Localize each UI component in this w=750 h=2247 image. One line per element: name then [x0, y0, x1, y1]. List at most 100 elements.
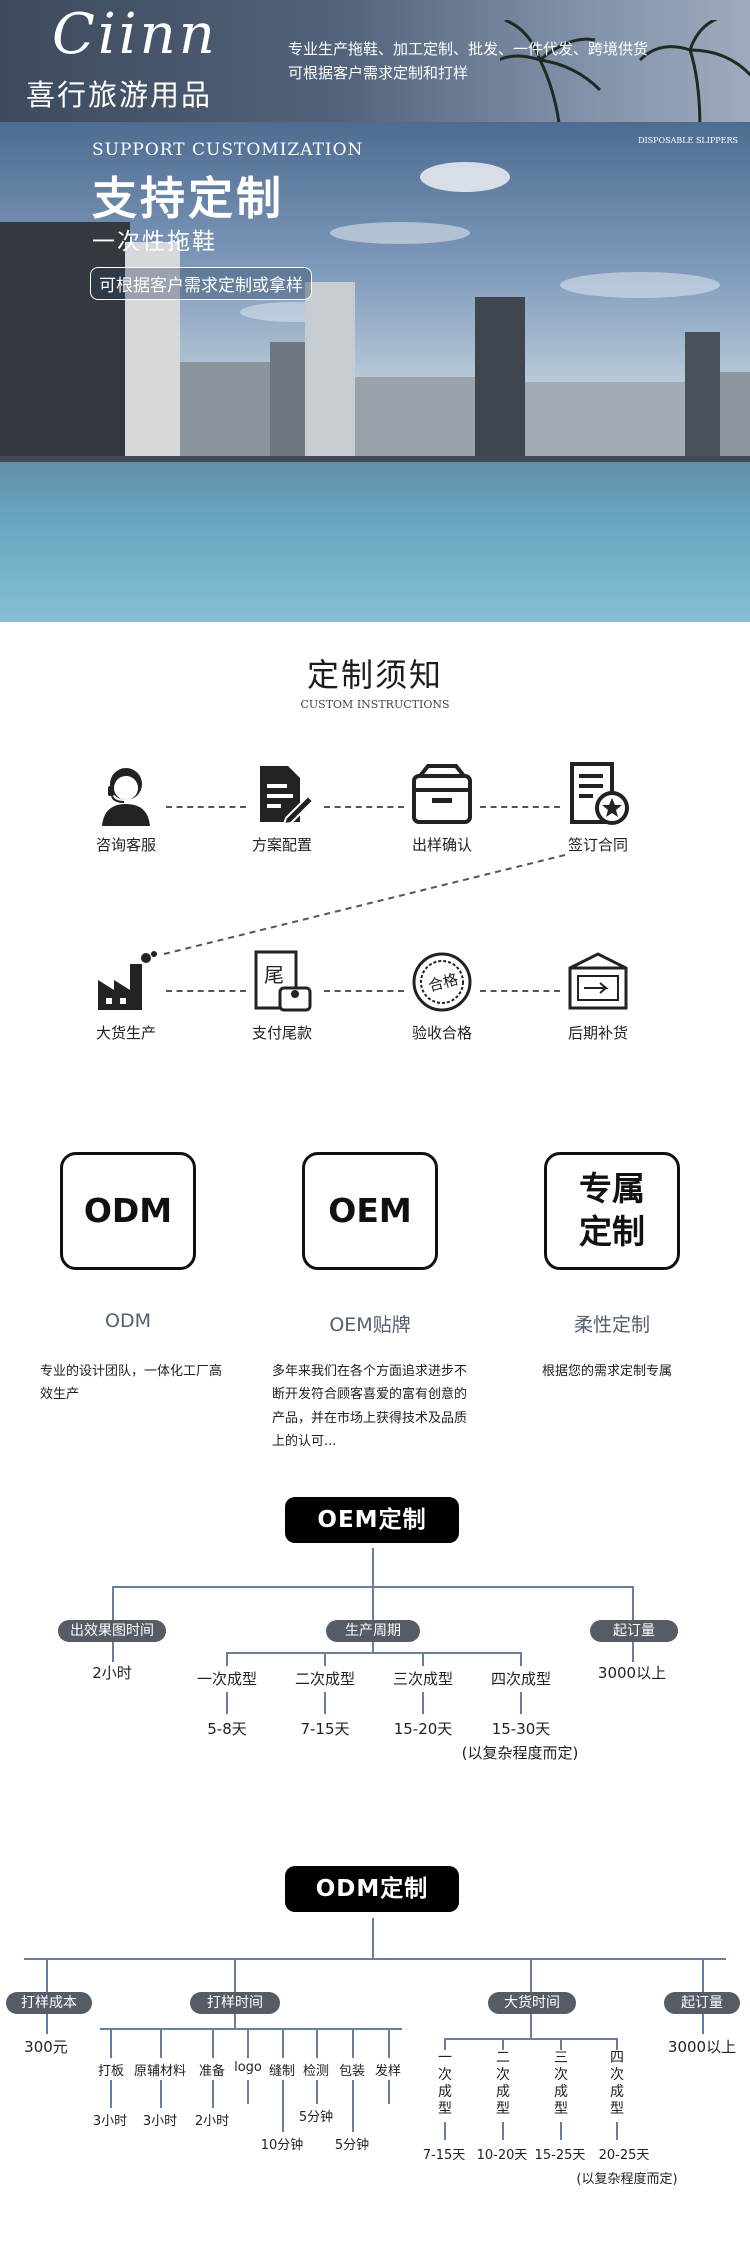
odm-sample-label: 打样时间 — [190, 1992, 280, 2014]
hero-pill-label: 可根据客户需求定制或拿样 — [90, 267, 312, 300]
tree-line — [160, 2028, 162, 2058]
tree-line — [372, 1642, 374, 1652]
odm-sample-step: 包装 — [338, 2064, 365, 2079]
tree-line — [226, 1652, 520, 1654]
factory-icon — [98, 951, 157, 1010]
oem-stage-name: 三次成型 — [392, 1670, 453, 1688]
odm-card-text: ODM — [83, 1190, 173, 1230]
tree-line — [616, 2038, 618, 2050]
payment-icon: 尾 — [254, 950, 312, 1012]
oem-description: 多年来我们在各个方面追求进步不断开发符合顾客喜爱的富有创意的产品，并在市场上获得… — [272, 1364, 468, 1450]
step-label: 后期补货 — [567, 1024, 628, 1042]
step-acceptance: 合格 验收合格 — [382, 950, 502, 1043]
process-diagonal-connector — [159, 854, 566, 956]
odm-description: 专业的设计团队，一体化工厂高效生产 — [40, 1364, 223, 1403]
oem-stage-days: 7-15天 — [300, 1720, 350, 1738]
oem-effect-value: 2小时 — [92, 1664, 132, 1682]
odm-bulk-step: 三次成型 — [554, 2050, 568, 2117]
oem-moq-label: 起订量 — [590, 1620, 678, 1642]
odm-bulk-days: 20-25天 — [598, 2148, 650, 2163]
header-tagline-1: 专业生产拖鞋、加工定制、批发、一件代发、跨境供货 — [288, 40, 649, 58]
hero-title: 支持定制 — [92, 172, 285, 225]
tree-line — [372, 1918, 374, 1958]
building-shape — [270, 342, 310, 472]
tree-line — [234, 1958, 236, 1992]
odm-sample-time: 5分钟 — [334, 2138, 370, 2153]
tree-line — [234, 2014, 236, 2028]
instructions-subtitle: CUSTOM INSTRUCTIONS — [300, 698, 450, 711]
odm-card: ODM — [60, 1152, 196, 1270]
odm-bulk-label: 大货时间 — [488, 1992, 576, 2014]
odm-bulk-step: 一次成型 — [438, 2050, 452, 2117]
tree-line — [212, 2028, 214, 2058]
tree-line — [352, 2080, 354, 2132]
tree-line — [616, 2122, 618, 2140]
process-connector — [324, 990, 404, 992]
tree-line — [100, 2028, 402, 2030]
step-plan: 方案配置 — [222, 762, 342, 855]
odm-sample-time: 3小时 — [142, 2114, 178, 2129]
odm-sample-step: 原辅材料 — [133, 2064, 186, 2079]
step-contract: 签订合同 — [538, 762, 658, 855]
svg-text:尾: 尾 — [264, 963, 284, 987]
cloud-shape — [330, 222, 470, 244]
tree-line — [46, 2014, 48, 2034]
tree-line — [632, 1586, 634, 1620]
building-shape — [125, 242, 180, 472]
building-shape — [720, 372, 750, 472]
building-shape — [685, 332, 720, 472]
odm-caption: ODM — [105, 1310, 151, 1332]
box-icon — [412, 764, 472, 824]
customer-service-icon — [102, 768, 150, 826]
building-shape — [0, 222, 130, 472]
odm-sample-step: logo — [234, 2060, 262, 2075]
brand-logo-script: Ciinn — [52, 2, 218, 67]
tree-line — [352, 2028, 354, 2058]
step-sample: 出样确认 — [382, 762, 502, 855]
odm-sample-step: 打板 — [97, 2064, 124, 2079]
step-label: 验收合格 — [411, 1024, 472, 1042]
oem-stage-days: 5-8天 — [207, 1720, 247, 1738]
odm-cost-value: 300元 — [24, 2038, 68, 2056]
cloud-shape — [560, 272, 720, 298]
tree-line — [24, 1958, 726, 1960]
document-edit-icon — [260, 766, 314, 826]
step-restock: 后期补货 — [538, 950, 658, 1043]
odm-bulk-step: 二次成型 — [496, 2050, 510, 2117]
tree-line — [212, 2080, 214, 2108]
oem-stage-days: 15-20天 — [393, 1720, 453, 1738]
tree-line — [226, 1652, 228, 1666]
odm-section-title: ODM定制 — [285, 1866, 459, 1912]
oem-effect-label: 出效果图时间 — [58, 1620, 166, 1642]
tree-line — [422, 1652, 424, 1666]
odm-moq-label: 起订量 — [664, 1992, 740, 2014]
tree-line — [324, 1652, 326, 1666]
pool-edge — [0, 456, 750, 464]
contract-seal-icon — [570, 762, 629, 825]
odm-bulk-days: 10-20天 — [476, 2148, 528, 2163]
tree-line — [702, 1958, 704, 1992]
oem-cycle-label: 生产周期 — [326, 1620, 420, 1642]
tree-line — [502, 2038, 504, 2050]
process-connector — [324, 806, 404, 808]
tree-line — [316, 2028, 318, 2058]
oem-moq-value: 3000以上 — [597, 1664, 667, 1682]
oem-stage-days: 15-30天 — [491, 1720, 551, 1738]
step-label: 大货生产 — [95, 1024, 156, 1042]
process-connector — [480, 990, 560, 992]
odm-sample-step: 发样 — [374, 2064, 401, 2079]
odm-sample-time: 2小时 — [194, 2114, 230, 2129]
tree-line — [247, 2080, 249, 2104]
oem-note: (以复杂程度而定) — [461, 1744, 579, 1762]
odm-moq-value: 3000以上 — [667, 2038, 737, 2056]
building-shape — [180, 362, 270, 472]
custom-card-text: 专属定制 — [579, 1169, 645, 1251]
odm-sample-step: 检测 — [302, 2064, 329, 2079]
tree-line — [632, 1642, 634, 1662]
palm-tree-silhouette-icon — [500, 20, 750, 122]
tree-line — [324, 1692, 326, 1714]
process-connector — [166, 990, 246, 992]
tree-line — [110, 2080, 112, 2108]
tree-line — [702, 2014, 704, 2034]
